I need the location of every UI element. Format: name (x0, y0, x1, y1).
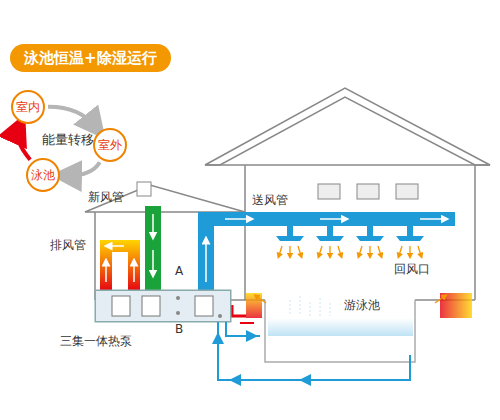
point-label: A (175, 264, 183, 278)
pool-label: 游泳池 (344, 298, 380, 312)
heat-pump-unit: 三集一体热泵 (95, 290, 231, 322)
energy-arrow (66, 162, 100, 175)
node-text: 三集一体热泵 (60, 333, 132, 350)
energy-arrow (17, 128, 30, 160)
energy-circle: 室外 (93, 128, 127, 162)
duct-label: 送风管 (252, 193, 288, 207)
title-banner: 泳池恒温+除湿运行 (10, 44, 171, 72)
energy-arrow (48, 107, 96, 127)
energy-circle: 室内 (11, 90, 45, 124)
node-text: 泳池 (31, 167, 55, 184)
node-text: 室内 (16, 99, 40, 116)
energy-circle: 泳池 (26, 158, 60, 192)
vent-label: 回风口 (394, 262, 430, 276)
duct-label: 排风管 (50, 238, 86, 252)
duct-label: 新风管 (88, 190, 124, 204)
node-text: 室外 (98, 137, 122, 154)
center-label: 能量转移 (42, 132, 94, 148)
point-label: B (175, 322, 183, 336)
